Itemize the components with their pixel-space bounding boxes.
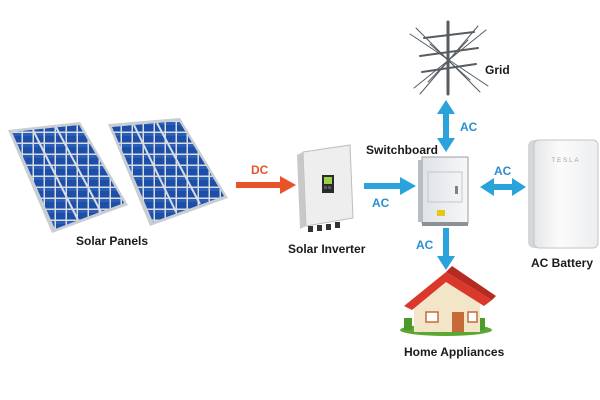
home-ac-flow-label: AC bbox=[416, 238, 434, 252]
switchboard-cabinet-icon bbox=[418, 156, 469, 226]
power-pole-icon bbox=[409, 20, 489, 96]
solar-panels-label: Solar Panels bbox=[76, 234, 149, 248]
arrow-ac-grid-switchboard bbox=[437, 100, 455, 152]
battery-brand-text: TESLA bbox=[551, 158, 580, 164]
solar-panel-right bbox=[108, 118, 228, 226]
solar-panel-left bbox=[8, 122, 128, 233]
wall-battery-icon: TESLA bbox=[528, 139, 599, 249]
solar-panel-icon bbox=[8, 118, 228, 233]
inverter-ac-flow-label: AC bbox=[372, 196, 390, 210]
solar-inverter-label: Solar Inverter bbox=[288, 242, 366, 256]
dc-flow-label: DC bbox=[251, 163, 269, 177]
arrow-ac-switchboard-battery bbox=[480, 178, 526, 196]
grid-ac-flow-label: AC bbox=[460, 120, 478, 134]
battery-ac-flow-label: AC bbox=[494, 164, 512, 178]
house-icon bbox=[400, 266, 496, 336]
ac-battery-label: AC Battery bbox=[531, 256, 594, 270]
arrow-ac-switchboard-to-home bbox=[437, 228, 455, 270]
solar-inverter-icon bbox=[297, 144, 354, 232]
home-appliances-label: Home Appliances bbox=[404, 345, 505, 359]
switchboard-label: Switchboard bbox=[366, 143, 439, 157]
arrow-dc-panels-to-inverter bbox=[236, 176, 296, 194]
grid-label: Grid bbox=[485, 63, 510, 77]
arrow-ac-inverter-to-switchboard bbox=[364, 177, 416, 195]
